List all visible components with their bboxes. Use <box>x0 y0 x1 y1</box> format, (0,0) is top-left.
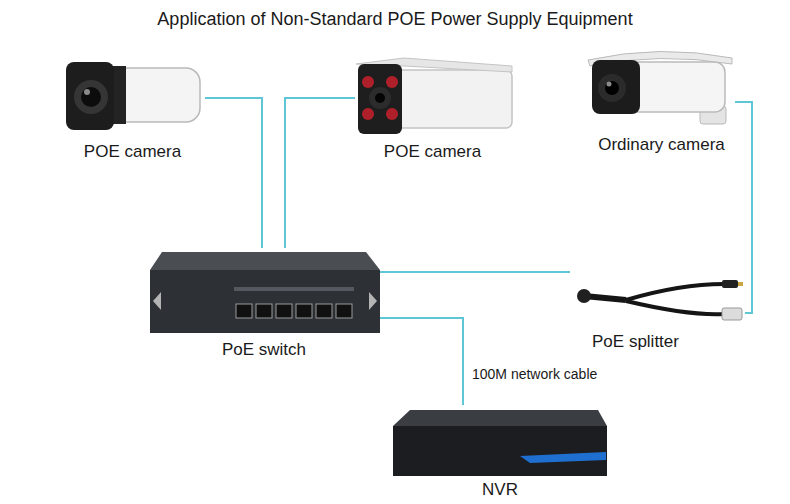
bullet-camera <box>66 62 200 130</box>
cable-label: 100M network cable <box>470 366 599 383</box>
network-cable <box>735 102 752 313</box>
device-node: POE camera <box>60 58 205 162</box>
network-cable <box>285 98 355 248</box>
device-node: POE camera <box>355 58 510 162</box>
device-node: PoE splitter <box>570 272 745 352</box>
device-label: NVR <box>482 480 518 500</box>
ir-camera <box>356 58 512 134</box>
device-label: Ordinary camera <box>598 135 725 155</box>
network-cable <box>380 271 570 273</box>
device-node: PoE switch <box>148 248 380 360</box>
page-title: Application of Non-Standard POE Power Su… <box>0 8 790 30</box>
device-label: PoE switch <box>222 340 306 360</box>
device-node: NVR <box>393 405 607 500</box>
video-recorder <box>393 410 607 476</box>
poe-splitter <box>577 280 743 320</box>
network-cable <box>380 318 463 405</box>
device-label: POE camera <box>84 142 181 162</box>
network-cable <box>205 98 262 248</box>
bullet-camera <box>588 51 732 124</box>
device-label: POE camera <box>384 142 481 162</box>
device-label: PoE splitter <box>592 332 679 352</box>
device-node: Ordinary camera <box>588 52 735 155</box>
network-switch <box>150 252 380 333</box>
